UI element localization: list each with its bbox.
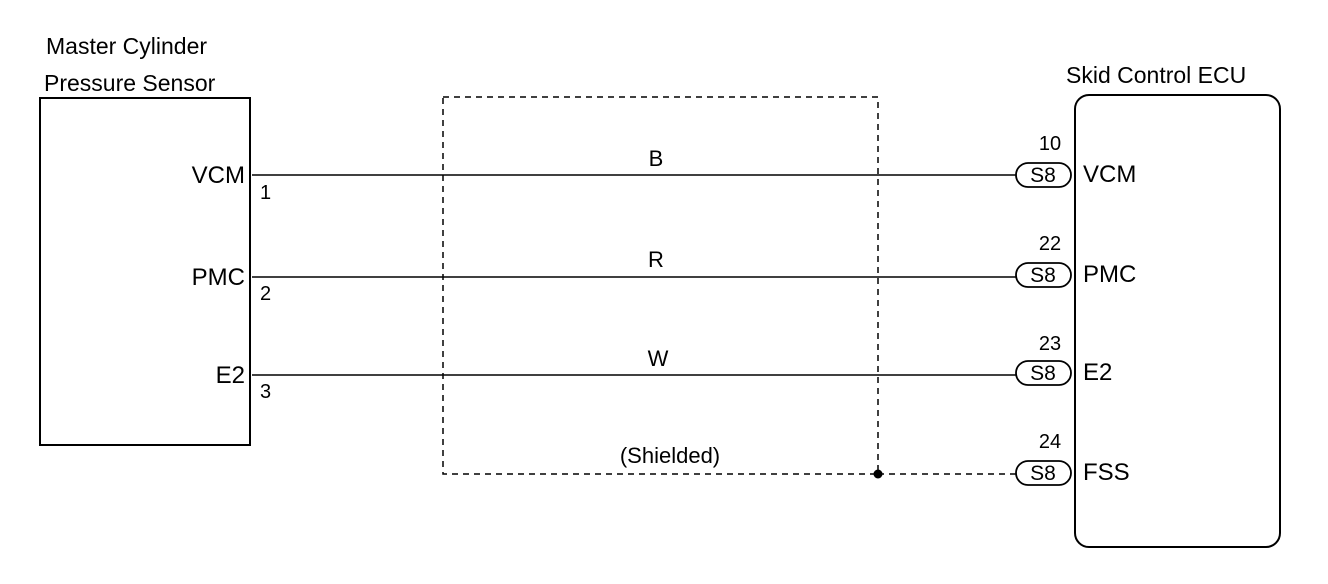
- ecu-signal-pmc: PMC: [1083, 261, 1136, 288]
- connector-s8-vcm: [1015, 162, 1072, 188]
- connector-s8-e2: [1015, 360, 1072, 386]
- ecu-title: Skid Control ECU: [1066, 62, 1246, 88]
- sensor-pin-3: 3: [260, 381, 271, 403]
- connector-label-pmc: S8: [1030, 264, 1056, 287]
- shield-outline: [442, 96, 879, 475]
- ecu-box: [1074, 94, 1281, 548]
- ecu-pin-23: 23: [1039, 333, 1061, 355]
- wires: B R W: [252, 146, 1016, 376]
- connector-label-fss: S8: [1030, 462, 1056, 485]
- connector-label-e2: S8: [1030, 362, 1056, 385]
- sensor-pin-1: 1: [260, 182, 271, 204]
- sensor-pin-2: 2: [260, 283, 271, 305]
- shield: (Shielded): [442, 96, 1016, 479]
- sensor-box: [39, 97, 251, 446]
- ecu-component: Skid Control ECU 10 S8 VCM 22 S8 PMC 23 …: [1015, 62, 1281, 548]
- wire-color-w: W: [648, 346, 669, 371]
- sensor-signal-pmc: PMC: [192, 264, 245, 291]
- ecu-pin-10: 10: [1039, 133, 1061, 155]
- ecu-signal-e2: E2: [1083, 359, 1112, 386]
- wire-color-r: R: [648, 247, 664, 272]
- sensor-signal-e2: E2: [216, 362, 245, 389]
- wire-color-b: B: [649, 146, 664, 171]
- ecu-signal-fss: FSS: [1083, 459, 1130, 486]
- ecu-pin-22: 22: [1039, 233, 1061, 255]
- sensor-title-line2: Pressure Sensor: [44, 70, 216, 96]
- sensor-title-line1: Master Cylinder: [46, 33, 207, 59]
- ecu-signal-vcm: VCM: [1083, 161, 1136, 188]
- sensor-component: Master Cylinder Pressure Sensor VCM 1 PM…: [39, 33, 271, 446]
- connector-s8-pmc: [1015, 262, 1072, 288]
- connector-s8-fss: [1015, 460, 1072, 486]
- ecu-pin-24: 24: [1039, 431, 1061, 453]
- shield-label: (Shielded): [620, 443, 720, 468]
- shield-junction-dot: [873, 469, 883, 479]
- connector-label-vcm: S8: [1030, 164, 1056, 187]
- sensor-signal-vcm: VCM: [192, 162, 245, 189]
